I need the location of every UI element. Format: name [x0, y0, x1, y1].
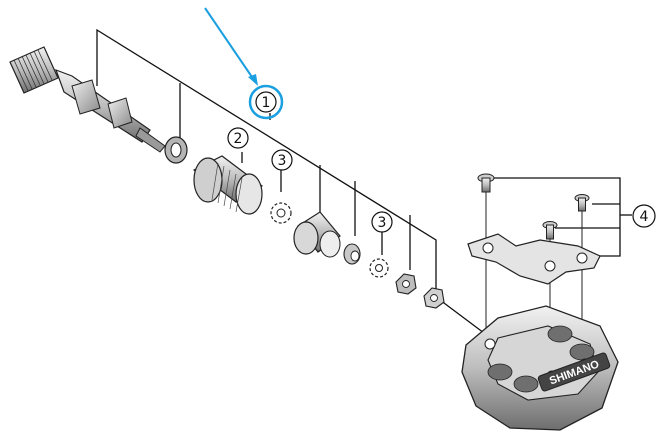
threaded-sleeve [192, 155, 264, 215]
callout-4-label: 4 [640, 209, 649, 225]
nut [395, 273, 417, 295]
callout-1-label: 1 [262, 95, 271, 111]
callout-2: 2 [227, 127, 249, 149]
callout-4: 4 [632, 204, 656, 228]
axle-spindle [9, 46, 166, 153]
callout-3b-label: 3 [378, 215, 387, 231]
lock-nut [423, 287, 445, 309]
callout-3a: 3 [271, 149, 293, 171]
callout-3b: 3 [371, 211, 393, 233]
highlight-arrow [204, 7, 258, 86]
callout-1: 1 [248, 84, 284, 120]
cleat-plate [467, 233, 601, 285]
callout-3a-label: 3 [278, 153, 287, 169]
pedal-body: SHIMANO [461, 305, 619, 431]
leader-lines [96, 28, 632, 346]
lock-washer-1 [270, 202, 292, 224]
callout-2-label: 2 [234, 131, 243, 147]
callout-highlight-ring [248, 84, 284, 120]
washer-ring [164, 136, 188, 164]
small-bushing [343, 243, 361, 265]
lock-washer-2 [369, 258, 389, 278]
bearing-sleeve [293, 211, 341, 258]
screw-1 [477, 173, 495, 350]
